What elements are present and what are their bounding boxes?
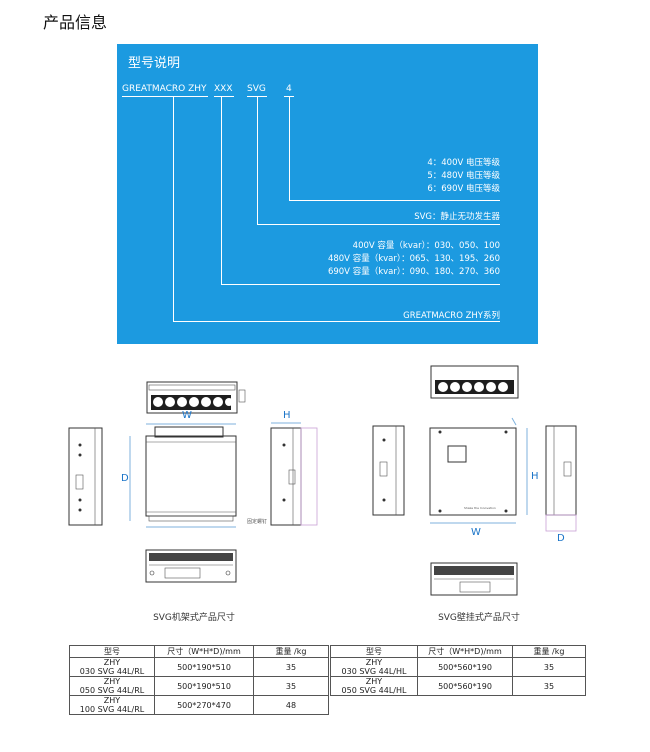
capacity-690v: 690V 容量（kvar）：090、180、270、360	[327, 267, 500, 277]
wall-right-side-view	[545, 425, 577, 532]
connector-voltage-h	[289, 200, 500, 201]
voltage-level-5: 5：480V 电压等级	[427, 171, 500, 181]
capacity-400v: 400V 容量（kvar）：030、050、100	[352, 241, 500, 251]
cell-weight: 35	[253, 676, 329, 696]
col-header-size: 尺寸（W*H*D)/mm	[417, 645, 513, 658]
model-line2: 050 SVG 44L/RL	[79, 686, 145, 695]
panel-title: 型号说明	[128, 56, 181, 71]
model-line2: 030 SVG 44L/RL	[79, 667, 145, 676]
capacity-480v: 480V 容量（kvar）：065、130、195、260	[327, 254, 500, 264]
rack-dim-w: W	[182, 410, 192, 421]
model-line1: ZHY	[365, 658, 383, 667]
rack-dim-h: H	[283, 410, 291, 421]
cell-size: 500*190*510	[154, 657, 254, 677]
model-line1: ZHY	[365, 677, 383, 686]
connector-svg-h	[257, 224, 500, 225]
rack-caption: SVG机架式产品尺寸	[153, 613, 235, 623]
col-header-weight: 重量 /kg	[512, 645, 586, 658]
rack-top-view	[146, 381, 246, 414]
connector-svg-v	[257, 96, 258, 224]
code-svg: SVG	[247, 84, 266, 94]
connector-series-h	[173, 321, 500, 322]
cell-size: 500*560*190	[417, 676, 513, 696]
col-header-weight: 重量 /kg	[253, 645, 329, 658]
underline-capacity	[214, 96, 234, 97]
rack-screw-note: 固定螺钉	[247, 519, 268, 525]
underline-brand	[122, 96, 208, 97]
connector-voltage-v	[289, 96, 290, 200]
col-header-size: 尺寸（W*H*D)/mm	[154, 645, 254, 658]
wall-caption: SVG壁挂式产品尺寸	[438, 613, 520, 623]
cell-size: 500*270*470	[154, 695, 254, 715]
rack-front-view	[129, 423, 237, 528]
col-header-model: 型号	[69, 645, 155, 658]
rack-right-side-view	[270, 422, 318, 526]
voltage-levels: 4：400V 电压等级 5：480V 电压等级 6：690V 电压等级	[427, 157, 500, 196]
connector-capacity-h	[221, 284, 500, 285]
cell-weight: 35	[512, 676, 586, 696]
model-line1: ZHY	[103, 696, 121, 705]
svg-meaning: SVG：静止无功发生器	[414, 212, 500, 222]
model-line2: 050 SVG 44L/HL	[341, 686, 407, 695]
series-label: GREATMACRO ZHY系列	[403, 311, 500, 321]
cell-weight: 35	[512, 657, 586, 677]
wall-front-note: Shake the Innovation	[464, 506, 496, 510]
cell-weight: 35	[253, 657, 329, 677]
code-voltage: 4	[286, 84, 292, 94]
code-capacity: XXX	[214, 84, 233, 94]
table-header-row: 型号 尺寸（W*H*D)/mm 重量 /kg	[69, 645, 329, 658]
cell-weight: 48	[253, 695, 329, 715]
model-line1: ZHY	[103, 677, 121, 686]
voltage-level-6: 6：690V 电压等级	[427, 184, 500, 194]
connector-capacity-v	[221, 96, 222, 284]
wall-front-view	[429, 417, 528, 524]
model-code-panel: 型号说明 GREATMACRO ZHY XXX SVG 4 4：400V 电压等…	[117, 44, 538, 344]
code-brand: GREATMACRO ZHY	[122, 84, 207, 94]
rack-bottom-view	[145, 549, 237, 583]
connector-series-v	[173, 96, 174, 321]
rack-dim-d: D	[121, 473, 129, 484]
model-line2: 100 SVG 44L/RL	[79, 705, 145, 714]
cell-size: 500*190*510	[154, 676, 254, 696]
table-header-row: 型号 尺寸（W*H*D)/mm 重量 /kg	[330, 645, 586, 658]
model-line2: 030 SVG 44L/HL	[341, 667, 407, 676]
wall-dim-d: D	[557, 533, 565, 544]
wall-dim-h: H	[531, 471, 539, 482]
wall-top-view	[430, 365, 519, 399]
wall-left-side-view	[372, 425, 405, 516]
rack-left-side-view	[68, 427, 103, 526]
wall-dim-w: W	[471, 527, 481, 538]
model-line1: ZHY	[103, 658, 121, 667]
capacity-list: 400V 容量（kvar）：030、050、100 480V 容量（kvar）：…	[328, 240, 500, 279]
page-title: 产品信息	[43, 13, 108, 32]
dimension-drawings	[68, 365, 577, 596]
wall-bottom-view	[430, 562, 518, 596]
col-header-model: 型号	[330, 645, 418, 658]
voltage-level-4: 4：400V 电压等级	[427, 158, 500, 168]
cell-size: 500*560*190	[417, 657, 513, 677]
